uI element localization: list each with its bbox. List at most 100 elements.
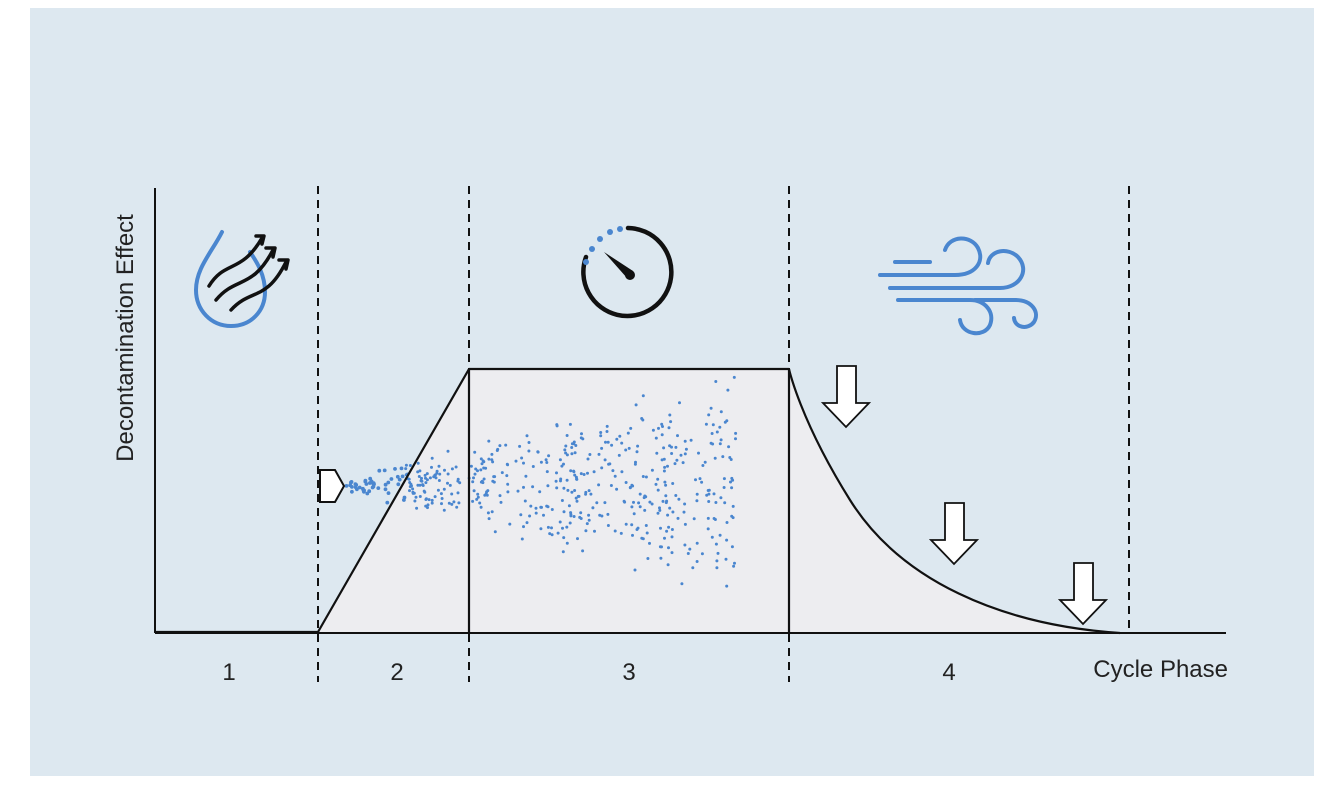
spray-particle bbox=[678, 401, 681, 405]
spray-particle bbox=[386, 491, 391, 495]
spray-particle bbox=[636, 526, 640, 530]
spray-particle bbox=[684, 447, 688, 451]
spray-particle bbox=[644, 475, 648, 479]
spray-particle bbox=[658, 508, 662, 512]
spray-particle bbox=[692, 517, 696, 521]
spray-particle bbox=[562, 486, 566, 490]
spray-particle bbox=[493, 530, 497, 534]
spray-particle bbox=[724, 557, 728, 561]
spray-particle bbox=[655, 451, 659, 455]
spray-particle bbox=[574, 496, 578, 500]
spray-particle bbox=[712, 492, 716, 496]
spray-particle bbox=[658, 506, 661, 510]
spray-particle bbox=[683, 543, 687, 547]
spray-particle bbox=[410, 484, 413, 488]
spray-particle bbox=[414, 495, 418, 499]
spray-particle bbox=[472, 489, 476, 493]
spray-particle bbox=[714, 542, 718, 546]
down-arrow-icon bbox=[928, 502, 980, 566]
spray-particle bbox=[454, 465, 458, 469]
spray-particle bbox=[669, 420, 673, 424]
spray-particle bbox=[592, 470, 596, 474]
spray-particle bbox=[695, 499, 699, 503]
spray-particle bbox=[500, 471, 504, 475]
spray-particle bbox=[635, 450, 639, 454]
spray-particle bbox=[726, 388, 730, 392]
spray-particle bbox=[683, 439, 687, 443]
spray-particle bbox=[539, 527, 543, 531]
humidity-drop-icon bbox=[193, 230, 290, 329]
spray-particle bbox=[626, 431, 630, 435]
spray-particle bbox=[648, 541, 651, 545]
spray-particle bbox=[548, 532, 552, 536]
spray-particle bbox=[576, 537, 579, 541]
spray-particle bbox=[609, 484, 613, 487]
spray-particle bbox=[433, 495, 437, 499]
down-arrow-icon bbox=[820, 365, 872, 429]
spray-particle bbox=[416, 461, 420, 465]
spray-particle bbox=[676, 516, 680, 520]
spray-particle bbox=[476, 495, 480, 499]
spray-particle bbox=[619, 531, 623, 535]
spray-particle bbox=[450, 492, 454, 496]
spray-particle bbox=[522, 525, 525, 529]
spray-particle bbox=[730, 486, 734, 490]
spray-particle bbox=[469, 464, 473, 468]
spray-particle bbox=[564, 451, 568, 455]
spray-particle bbox=[534, 511, 538, 515]
spray-particle bbox=[531, 465, 535, 468]
spray-particle bbox=[732, 375, 736, 379]
spray-particle bbox=[679, 453, 683, 457]
spray-particle bbox=[555, 423, 559, 427]
spray-particle bbox=[568, 521, 572, 525]
spray-particle bbox=[538, 490, 542, 494]
spray-particle bbox=[475, 497, 479, 501]
spray-particle bbox=[438, 472, 442, 476]
spray-particle bbox=[426, 503, 430, 507]
spray-particle bbox=[631, 484, 635, 488]
x-axis-label: Cycle Phase bbox=[1093, 656, 1228, 683]
spray-particle bbox=[600, 446, 604, 450]
spray-particle bbox=[426, 506, 429, 510]
spray-particle bbox=[572, 440, 576, 444]
spray-nozzle-icon bbox=[319, 469, 346, 503]
spray-particle bbox=[666, 464, 669, 468]
y-axis-label: Decontamination Effect bbox=[112, 214, 139, 462]
spray-particle bbox=[572, 515, 576, 518]
spray-particle bbox=[415, 506, 419, 510]
spray-particle bbox=[522, 461, 525, 465]
spray-particle bbox=[662, 469, 666, 473]
spray-particle bbox=[565, 478, 569, 482]
spray-particle bbox=[668, 413, 672, 417]
spray-particle bbox=[506, 482, 510, 486]
spray-particle bbox=[636, 444, 640, 448]
spray-particle bbox=[516, 489, 520, 493]
spray-particle bbox=[490, 458, 494, 462]
spray-particle bbox=[545, 461, 549, 464]
spray-particle bbox=[476, 492, 480, 496]
spray-particle bbox=[721, 455, 725, 459]
spray-particle bbox=[525, 434, 529, 438]
spray-particle bbox=[722, 486, 726, 489]
spray-particle bbox=[558, 458, 562, 462]
spray-particle bbox=[651, 428, 655, 432]
spray-particle bbox=[709, 406, 713, 410]
spray-particle bbox=[400, 474, 405, 479]
spray-particle bbox=[525, 521, 529, 525]
spray-particle bbox=[402, 495, 407, 500]
spray-particle bbox=[718, 425, 722, 429]
spray-particle bbox=[435, 471, 439, 475]
spray-particle bbox=[630, 505, 634, 509]
spray-particle bbox=[433, 473, 437, 477]
spray-particle bbox=[520, 456, 524, 460]
spray-particle bbox=[673, 462, 677, 466]
spray-particle bbox=[674, 445, 678, 449]
spray-particle bbox=[668, 444, 672, 448]
spray-particle bbox=[700, 480, 704, 484]
spray-particle bbox=[581, 549, 585, 553]
spray-particle bbox=[646, 557, 650, 560]
spray-particle bbox=[664, 483, 668, 487]
spray-particle bbox=[670, 551, 674, 555]
spray-particle bbox=[613, 474, 617, 478]
spray-particle bbox=[524, 474, 528, 478]
